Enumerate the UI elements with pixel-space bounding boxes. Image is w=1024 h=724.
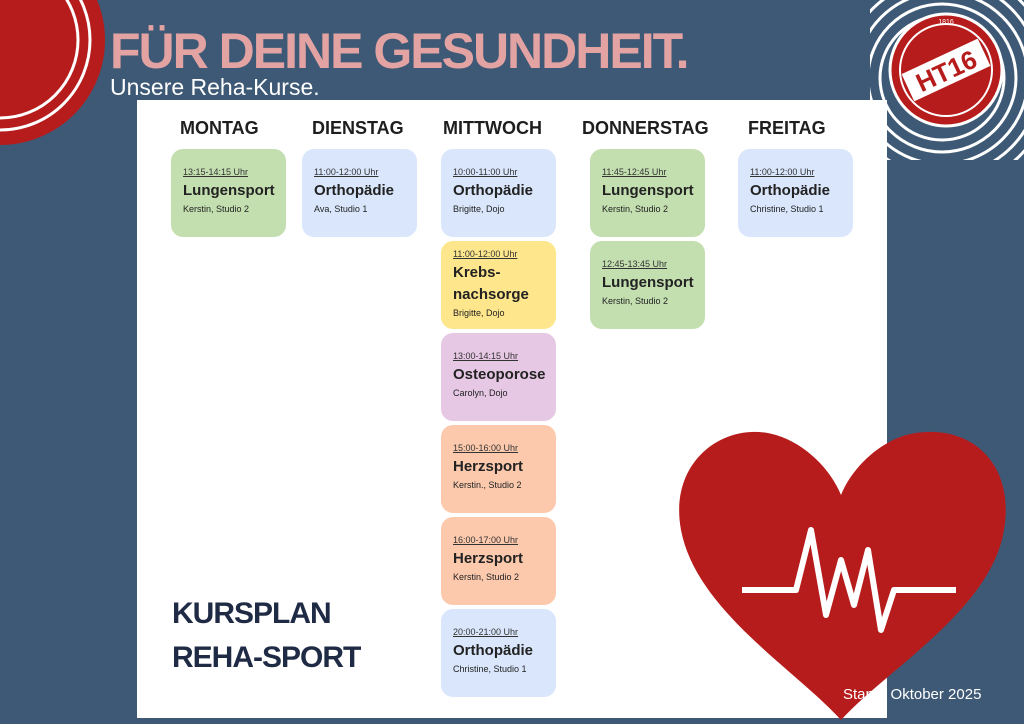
course-who: Christine, Studio 1	[453, 664, 527, 674]
course-who: Kerstin, Studio 2	[183, 204, 250, 214]
day-thursday: DONNERSTAG	[582, 118, 709, 138]
kursplan-heading: KURSPLAN REHA-SPORT	[172, 592, 361, 680]
ht16-logo: HT16 1816	[888, 12, 1004, 128]
course-who: Kerstin, Studio 2	[602, 204, 669, 214]
course-who: Carolyn, Dojo	[453, 388, 508, 398]
kursplan-line1: KURSPLAN	[172, 597, 332, 630]
course-time: 13:00-14:15 Uhr	[453, 351, 519, 361]
course-name: Lungensport	[183, 182, 275, 199]
course-name: Orthopädie	[314, 182, 395, 199]
course-time: 12:45-13:45 Uhr	[602, 259, 668, 269]
heart-icon	[679, 431, 1006, 720]
page-subtitle: Unsere Reha-Kurse.	[110, 74, 320, 100]
course-name: Orthopädie	[453, 642, 534, 659]
course-time: 13:15-14:15 Uhr	[183, 167, 249, 177]
kursplan-line2: REHA-SPORT	[172, 641, 361, 674]
course-time: 11:45-12:45 Uhr	[602, 167, 667, 177]
course-name: Lungensport	[602, 274, 694, 291]
page-title: FÜR DEINE GESUNDHEIT.	[110, 23, 690, 79]
course-time: 11:00-12:00 Uhr	[750, 167, 815, 177]
course-who: Brigitte, Dojo	[453, 204, 505, 214]
course-name: Lungensport	[602, 182, 694, 199]
course-who: Kerstin., Studio 2	[453, 480, 522, 490]
course-who: Christine, Studio 1	[750, 204, 824, 214]
course-name: Herzsport	[453, 550, 524, 567]
course-who: Ava, Studio 1	[314, 204, 368, 214]
course-name: Orthopädie	[750, 182, 831, 199]
svg-text:1816: 1816	[938, 19, 954, 26]
course-time: 11:00-12:00 Uhr	[453, 249, 518, 259]
heartbeat-line-icon	[742, 527, 956, 633]
day-friday: FREITAG	[748, 118, 826, 138]
course-name: Krebs-nachsorge	[453, 264, 529, 303]
course-name: Osteoporose	[453, 366, 546, 383]
day-tuesday: DIENSTAG	[312, 118, 404, 138]
decorative-circle-left	[0, 0, 105, 145]
day-monday: MONTAG	[180, 118, 259, 138]
course-time: 10:00-11:00 Uhr	[453, 167, 518, 177]
stand-date: Stand: Oktober 2025	[843, 686, 982, 703]
course-who: Brigitte, Dojo	[453, 308, 505, 318]
course-name: Orthopädie	[453, 182, 534, 199]
course-time: 15:00-16:00 Uhr	[453, 443, 519, 453]
day-wednesday: MITTWOCH	[443, 118, 542, 138]
course-who: Kerstin, Studio 2	[602, 296, 669, 306]
course-time: 11:00-12:00 Uhr	[314, 167, 379, 177]
course-name: Herzsport	[453, 458, 524, 475]
course-time: 20:00-21:00 Uhr	[453, 627, 519, 637]
course-who: Kerstin, Studio 2	[453, 572, 520, 582]
course-time: 16:00-17:00 Uhr	[453, 535, 519, 545]
